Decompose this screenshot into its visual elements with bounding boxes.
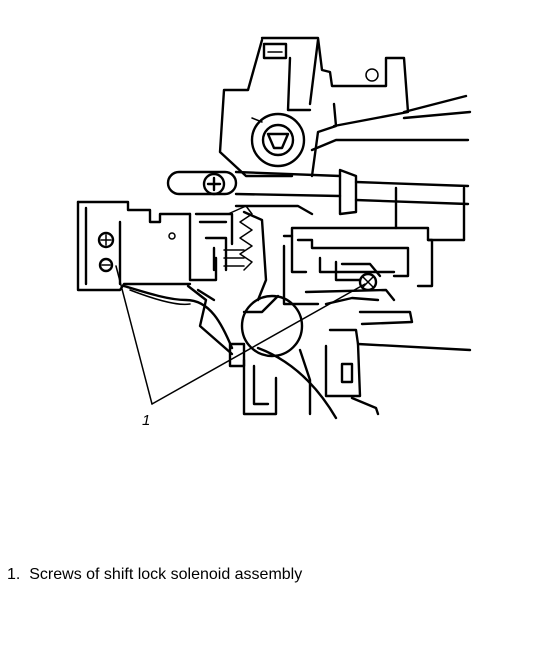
shift-lock-rod — [166, 138, 470, 216]
detent-housing — [282, 186, 472, 416]
legend-item-1: 1. Screws of shift lock solenoid assembl… — [7, 566, 302, 584]
pivot-bolt — [250, 112, 306, 168]
shift-lever-cam — [186, 284, 312, 416]
legend-text: Screws of shift lock solenoid assembly — [29, 566, 303, 583]
wiring-harness — [122, 284, 338, 420]
callout-number-1: 1 — [142, 412, 151, 429]
solenoid-assembly — [76, 200, 314, 302]
callout-leader-lines — [115, 265, 366, 405]
legend-number: 1. — [7, 566, 21, 583]
upper-bracket — [218, 36, 472, 178]
